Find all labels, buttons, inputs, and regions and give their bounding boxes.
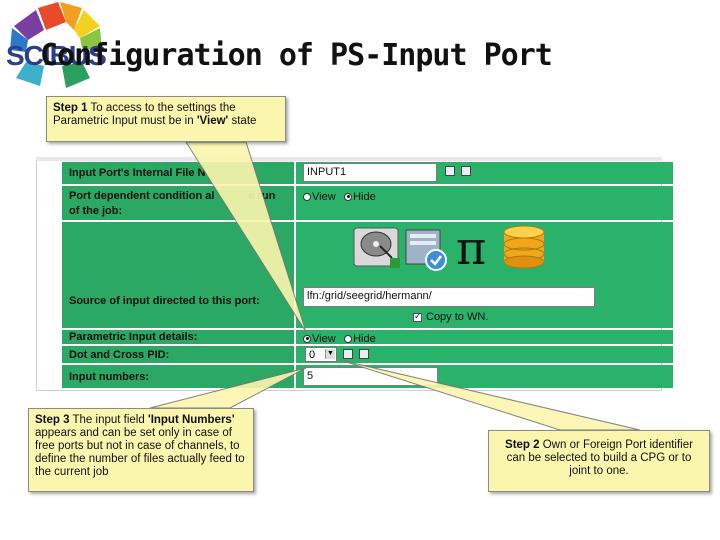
edit-icon[interactable]	[445, 166, 455, 176]
condition-hide-radio[interactable]	[344, 192, 353, 201]
logo-text: SCIBUS	[6, 40, 107, 71]
parametric-view-radio[interactable]	[303, 334, 311, 343]
source-label: Source of input directed to this port:	[62, 222, 294, 328]
delete-icon[interactable]	[461, 166, 471, 176]
parametric-label: Parametric Input details:	[62, 330, 294, 344]
dot-cross-label: Dot and Cross PID:	[62, 346, 294, 363]
parametric-radio-group: View Hide	[303, 330, 380, 348]
internal-file-input[interactable]: INPUT1	[303, 163, 437, 182]
delete-pid-icon[interactable]	[359, 349, 369, 359]
logo-hexagon-icon	[10, 2, 102, 88]
chevron-down-icon: ▼	[325, 349, 335, 359]
page-title: Configuration of PS-Input Port	[40, 38, 553, 73]
dot-cross-cell	[296, 346, 673, 363]
copy-to-wn-label: Copy to WN.	[426, 311, 489, 323]
server-check-icon[interactable]	[405, 229, 447, 271]
source-input[interactable]: lfn:/grid/seegrid/hermann/	[303, 287, 595, 307]
condition-cell	[296, 186, 673, 220]
parametric-hide-radio[interactable]	[344, 334, 353, 343]
dot-cross-select[interactable]: 0 ▼	[305, 347, 337, 362]
storage-icons: π	[353, 222, 545, 272]
internal-file-label: Input Port's Internal File N	[62, 162, 294, 184]
svg-text:π: π	[456, 222, 486, 272]
edit-pid-icon[interactable]	[343, 349, 353, 359]
step1-callout: Step 1 To access to the settings the Par…	[46, 96, 286, 142]
condition-radio-group: View Hide	[303, 188, 380, 206]
parametric-cell	[296, 330, 673, 344]
hard-disk-icon[interactable]	[353, 227, 400, 268]
step3-callout: Step 3 The input field 'Input Numbers' a…	[28, 408, 254, 492]
panel-top-strip	[36, 157, 662, 161]
input-numbers-input[interactable]: 5	[303, 367, 438, 386]
sci-bus-logo: SCIBUS	[0, 0, 120, 95]
condition-view-radio[interactable]	[303, 192, 311, 201]
copy-to-wn-checkbox[interactable]	[413, 311, 422, 322]
pi-icon[interactable]: π	[456, 222, 486, 272]
database-icon[interactable]	[503, 225, 545, 269]
input-numbers-label: Input numbers:	[62, 365, 294, 388]
step2-callout: Step 2 Own or Foreign Port identifier ca…	[488, 430, 710, 492]
